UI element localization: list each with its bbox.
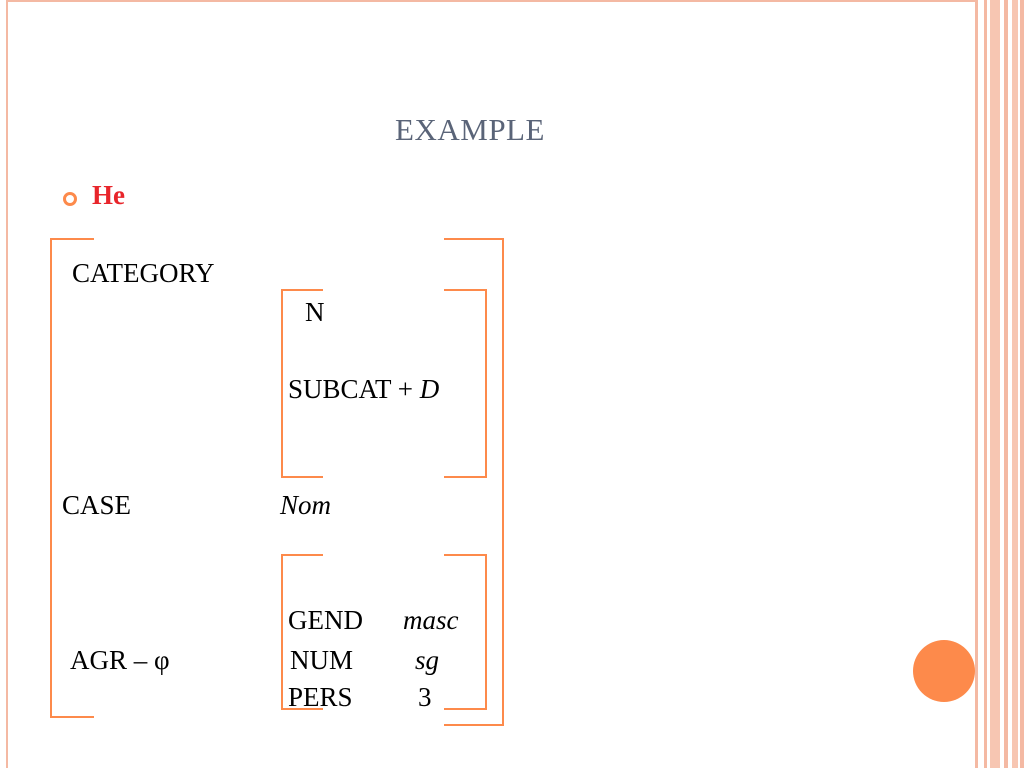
decorative-circle [913, 640, 975, 702]
num-value: sg [415, 645, 440, 675]
decorative-stripe [984, 0, 987, 768]
decorative-stripe [1004, 0, 1008, 768]
agr-label: AGR – φ [70, 645, 170, 675]
decorative-stripe [990, 0, 1000, 768]
gend-value: masc [403, 605, 459, 635]
case-label: CASE [62, 490, 132, 520]
pers-value: 3 [418, 682, 432, 712]
subcat-value: D [419, 374, 440, 404]
slide-border-top [8, 0, 976, 2]
subcat-row: SUBCAT + D [288, 374, 439, 405]
bullet-circle-icon [63, 192, 77, 206]
decorative-stripe [1020, 0, 1024, 768]
bullet-text: He [92, 180, 125, 210]
pers-label: PERS [288, 682, 353, 712]
decorative-stripe [1012, 0, 1018, 768]
gend-label: GEND [288, 605, 363, 635]
num-label: NUM [290, 645, 354, 675]
slide-border-left [6, 0, 8, 768]
case-value: Nom [280, 490, 332, 520]
category-value: N [305, 297, 325, 327]
subcat-label: SUBCAT + [288, 374, 414, 404]
decorative-stripe [975, 0, 978, 768]
slide-title: EXAMPLE [395, 112, 545, 147]
category-label: CATEGORY [72, 258, 215, 288]
